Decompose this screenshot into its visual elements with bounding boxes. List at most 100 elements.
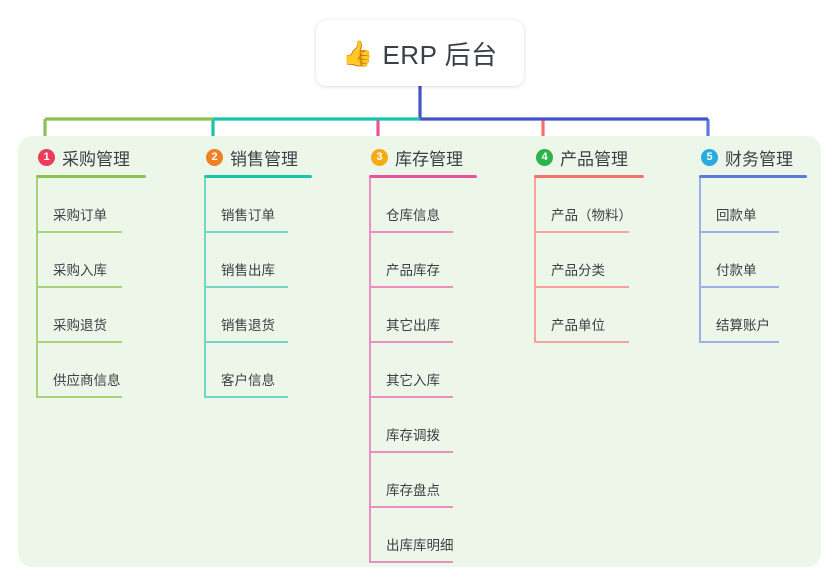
leaf-item-underline — [36, 341, 122, 343]
branch-trunk-line-5 — [699, 178, 701, 343]
leaf-item-underline — [534, 231, 629, 233]
branch-badge-5: 5 — [701, 148, 718, 166]
thumbs-up-emoji: 👍 — [342, 38, 374, 68]
branch-header-2[interactable]: 2 销售管理 — [204, 142, 312, 172]
leaf-item-label: 采购订单 — [53, 208, 107, 223]
branch-underline-1 — [36, 175, 146, 178]
leaf-item-underline — [204, 231, 288, 233]
branch-underline-2 — [204, 175, 312, 178]
leaf-item-label: 产品分类 — [551, 263, 605, 278]
leaf-item[interactable]: 产品（物料） — [534, 178, 644, 233]
leaf-item[interactable]: 仓库信息 — [369, 178, 477, 233]
leaf-item[interactable]: 采购订单 — [36, 178, 146, 233]
leaf-item-label: 回款单 — [716, 208, 757, 223]
leaf-item[interactable]: 产品库存 — [369, 233, 477, 288]
leaf-item-label: 产品库存 — [386, 263, 440, 278]
diagram-canvas — [18, 136, 821, 567]
leaf-item-underline — [699, 231, 779, 233]
leaf-item-underline — [699, 341, 779, 343]
leaf-item[interactable]: 库存调拨 — [369, 398, 477, 453]
branch-title-3: 库存管理 — [395, 149, 463, 169]
leaf-item-underline — [369, 286, 453, 288]
leaf-item[interactable]: 其它出库 — [369, 288, 477, 343]
branch-column-3: 3 库存管理仓库信息产品库存其它出库其它入库库存调拨库存盘点出库库明细 — [369, 142, 477, 563]
branch-title-2: 销售管理 — [230, 149, 298, 169]
branch-badge-4: 4 — [536, 148, 553, 166]
branch-title-5: 财务管理 — [725, 149, 793, 169]
leaf-item[interactable]: 库存盘点 — [369, 453, 477, 508]
branch-trunk-line-3 — [369, 178, 371, 563]
branch-column-1: 1 采购管理采购订单采购入库采购退货供应商信息 — [36, 142, 146, 398]
branch-item-list-3: 仓库信息产品库存其它出库其它入库库存调拨库存盘点出库库明细 — [369, 178, 477, 563]
leaf-item[interactable]: 其它入库 — [369, 343, 477, 398]
leaf-item[interactable]: 出库库明细 — [369, 508, 477, 563]
leaf-item-underline — [369, 231, 453, 233]
leaf-item-label: 采购退货 — [53, 318, 107, 333]
branch-header-1[interactable]: 1 采购管理 — [36, 142, 146, 172]
branch-trunk-line-2 — [204, 178, 206, 398]
branch-underline-5 — [699, 175, 807, 178]
leaf-item[interactable]: 采购退货 — [36, 288, 146, 343]
leaf-item-underline — [36, 231, 122, 233]
leaf-item-underline — [204, 286, 288, 288]
leaf-item-label: 其它入库 — [386, 373, 440, 388]
leaf-item-label: 采购入库 — [53, 263, 107, 278]
branch-badge-1: 1 — [38, 148, 55, 166]
root-node-title: ERP 后台 — [382, 39, 498, 70]
branch-item-list-4: 产品（物料） 产品分类产品单位 — [534, 178, 644, 343]
leaf-item-underline — [204, 396, 288, 398]
branch-title-1: 采购管理 — [62, 149, 130, 169]
leaf-item-label: 销售出库 — [221, 263, 275, 278]
leaf-item-label: 库存盘点 — [386, 483, 440, 498]
leaf-item-label: 其它出库 — [386, 318, 440, 333]
leaf-item-underline — [369, 451, 453, 453]
root-node-card[interactable]: 👍 ERP 后台 — [316, 20, 524, 86]
branch-badge-3: 3 — [371, 148, 388, 166]
branch-header-5[interactable]: 5 财务管理 — [699, 142, 807, 172]
leaf-item-label: 产品（物料） — [551, 208, 632, 223]
leaf-item-underline — [534, 341, 629, 343]
leaf-item-underline — [204, 341, 288, 343]
leaf-item-underline — [36, 396, 122, 398]
leaf-item-label: 产品单位 — [551, 318, 605, 333]
leaf-item[interactable]: 销售订单 — [204, 178, 312, 233]
leaf-item-label: 销售订单 — [221, 208, 275, 223]
branch-column-4: 4 产品管理产品（物料） 产品分类产品单位 — [534, 142, 644, 343]
leaf-item[interactable]: 客户信息 — [204, 343, 312, 398]
leaf-item-label: 出库库明细 — [386, 538, 454, 553]
leaf-item[interactable]: 供应商信息 — [36, 343, 146, 398]
leaf-item-label: 结算账户 — [716, 318, 770, 333]
leaf-item-underline — [36, 286, 122, 288]
branch-column-5: 5 财务管理回款单付款单结算账户 — [699, 142, 807, 343]
leaf-item-underline — [534, 286, 629, 288]
leaf-item[interactable]: 销售退货 — [204, 288, 312, 343]
leaf-item-label: 仓库信息 — [386, 208, 440, 223]
branch-title-4: 产品管理 — [560, 149, 628, 169]
leaf-item[interactable]: 回款单 — [699, 178, 807, 233]
branch-underline-3 — [369, 175, 477, 178]
branch-header-3[interactable]: 3 库存管理 — [369, 142, 477, 172]
branch-column-2: 2 销售管理销售订单销售出库销售退货客户信息 — [204, 142, 312, 398]
branch-trunk-line-1 — [36, 178, 38, 398]
branch-header-4[interactable]: 4 产品管理 — [534, 142, 644, 172]
leaf-item[interactable]: 采购入库 — [36, 233, 146, 288]
branch-item-list-5: 回款单付款单结算账户 — [699, 178, 807, 343]
leaf-item-label: 销售退货 — [221, 318, 275, 333]
branch-trunk-line-4 — [534, 178, 536, 343]
branch-badge-2: 2 — [206, 148, 223, 166]
leaf-item-label: 付款单 — [716, 263, 757, 278]
leaf-item[interactable]: 结算账户 — [699, 288, 807, 343]
leaf-item-underline — [699, 286, 779, 288]
leaf-item-underline — [369, 506, 453, 508]
leaf-item[interactable]: 产品分类 — [534, 233, 644, 288]
branch-item-list-1: 采购订单采购入库采购退货供应商信息 — [36, 178, 146, 398]
leaf-item-label: 供应商信息 — [53, 373, 121, 388]
leaf-item[interactable]: 付款单 — [699, 233, 807, 288]
leaf-item[interactable]: 销售出库 — [204, 233, 312, 288]
leaf-item-label: 客户信息 — [221, 373, 275, 388]
leaf-item-label: 库存调拨 — [386, 428, 440, 443]
branch-underline-4 — [534, 175, 644, 178]
leaf-item[interactable]: 产品单位 — [534, 288, 644, 343]
branch-item-list-2: 销售订单销售出库销售退货客户信息 — [204, 178, 312, 398]
